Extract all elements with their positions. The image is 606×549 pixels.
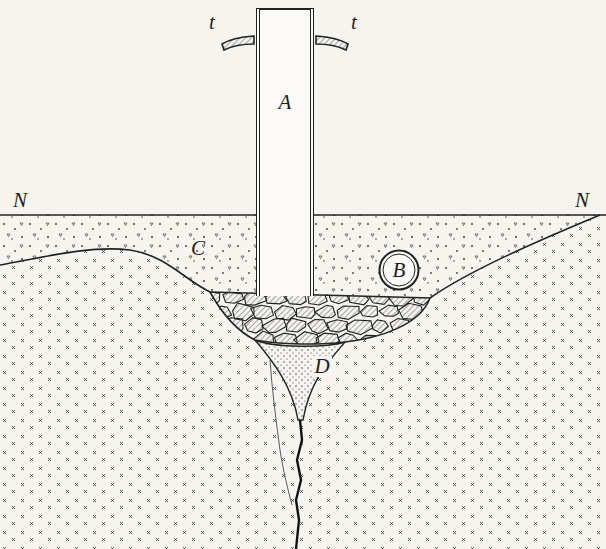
soil-letter: C xyxy=(189,238,207,259)
soil-boundary xyxy=(0,249,210,292)
rock xyxy=(338,333,359,348)
rock xyxy=(337,306,359,319)
rock xyxy=(369,293,390,305)
rock xyxy=(360,306,377,317)
rock xyxy=(251,305,274,318)
rock xyxy=(245,318,263,333)
rock xyxy=(414,292,431,305)
fissure xyxy=(296,420,302,549)
rock xyxy=(223,292,244,303)
rock xyxy=(200,317,226,334)
rock xyxy=(390,318,410,331)
rock xyxy=(315,305,336,317)
rock xyxy=(361,335,379,346)
rock xyxy=(221,318,243,335)
rock xyxy=(254,331,274,349)
rock xyxy=(262,318,286,332)
soil-boundary xyxy=(430,215,600,298)
rock xyxy=(203,292,220,304)
rock xyxy=(382,334,398,345)
rock xyxy=(316,333,339,347)
rock xyxy=(327,320,347,332)
rock xyxy=(408,318,435,334)
rock xyxy=(275,333,298,349)
rocks xyxy=(200,290,436,349)
part-letter: A xyxy=(279,92,292,113)
pipe-flange xyxy=(316,36,348,50)
rock xyxy=(346,320,372,335)
pipe-node: A xyxy=(256,8,314,296)
rock xyxy=(349,292,369,305)
ground-letter: N xyxy=(11,190,29,211)
rock xyxy=(296,307,315,319)
ground-letter: N xyxy=(573,190,591,211)
rock xyxy=(213,335,232,346)
rock xyxy=(399,303,424,319)
flange-letter: t xyxy=(349,12,359,33)
rock xyxy=(286,318,305,332)
rock xyxy=(308,320,329,334)
rock xyxy=(294,332,319,347)
rock xyxy=(329,291,349,304)
circle-outer xyxy=(380,251,419,290)
circle-inner xyxy=(383,254,415,286)
rock xyxy=(275,306,297,321)
rock xyxy=(236,334,251,347)
pipe-section-circle: B xyxy=(378,249,420,291)
fissure-fill xyxy=(255,340,345,420)
fissure-letter: D xyxy=(312,356,331,377)
rock xyxy=(379,305,398,316)
rock xyxy=(399,332,422,348)
fissure-branch xyxy=(270,360,292,505)
rock xyxy=(373,320,389,333)
fissure-funnel xyxy=(255,340,345,420)
part-letter: B xyxy=(393,260,406,281)
pipe-flange xyxy=(222,36,254,50)
rock xyxy=(212,306,232,319)
flange-letter: t xyxy=(207,12,217,33)
